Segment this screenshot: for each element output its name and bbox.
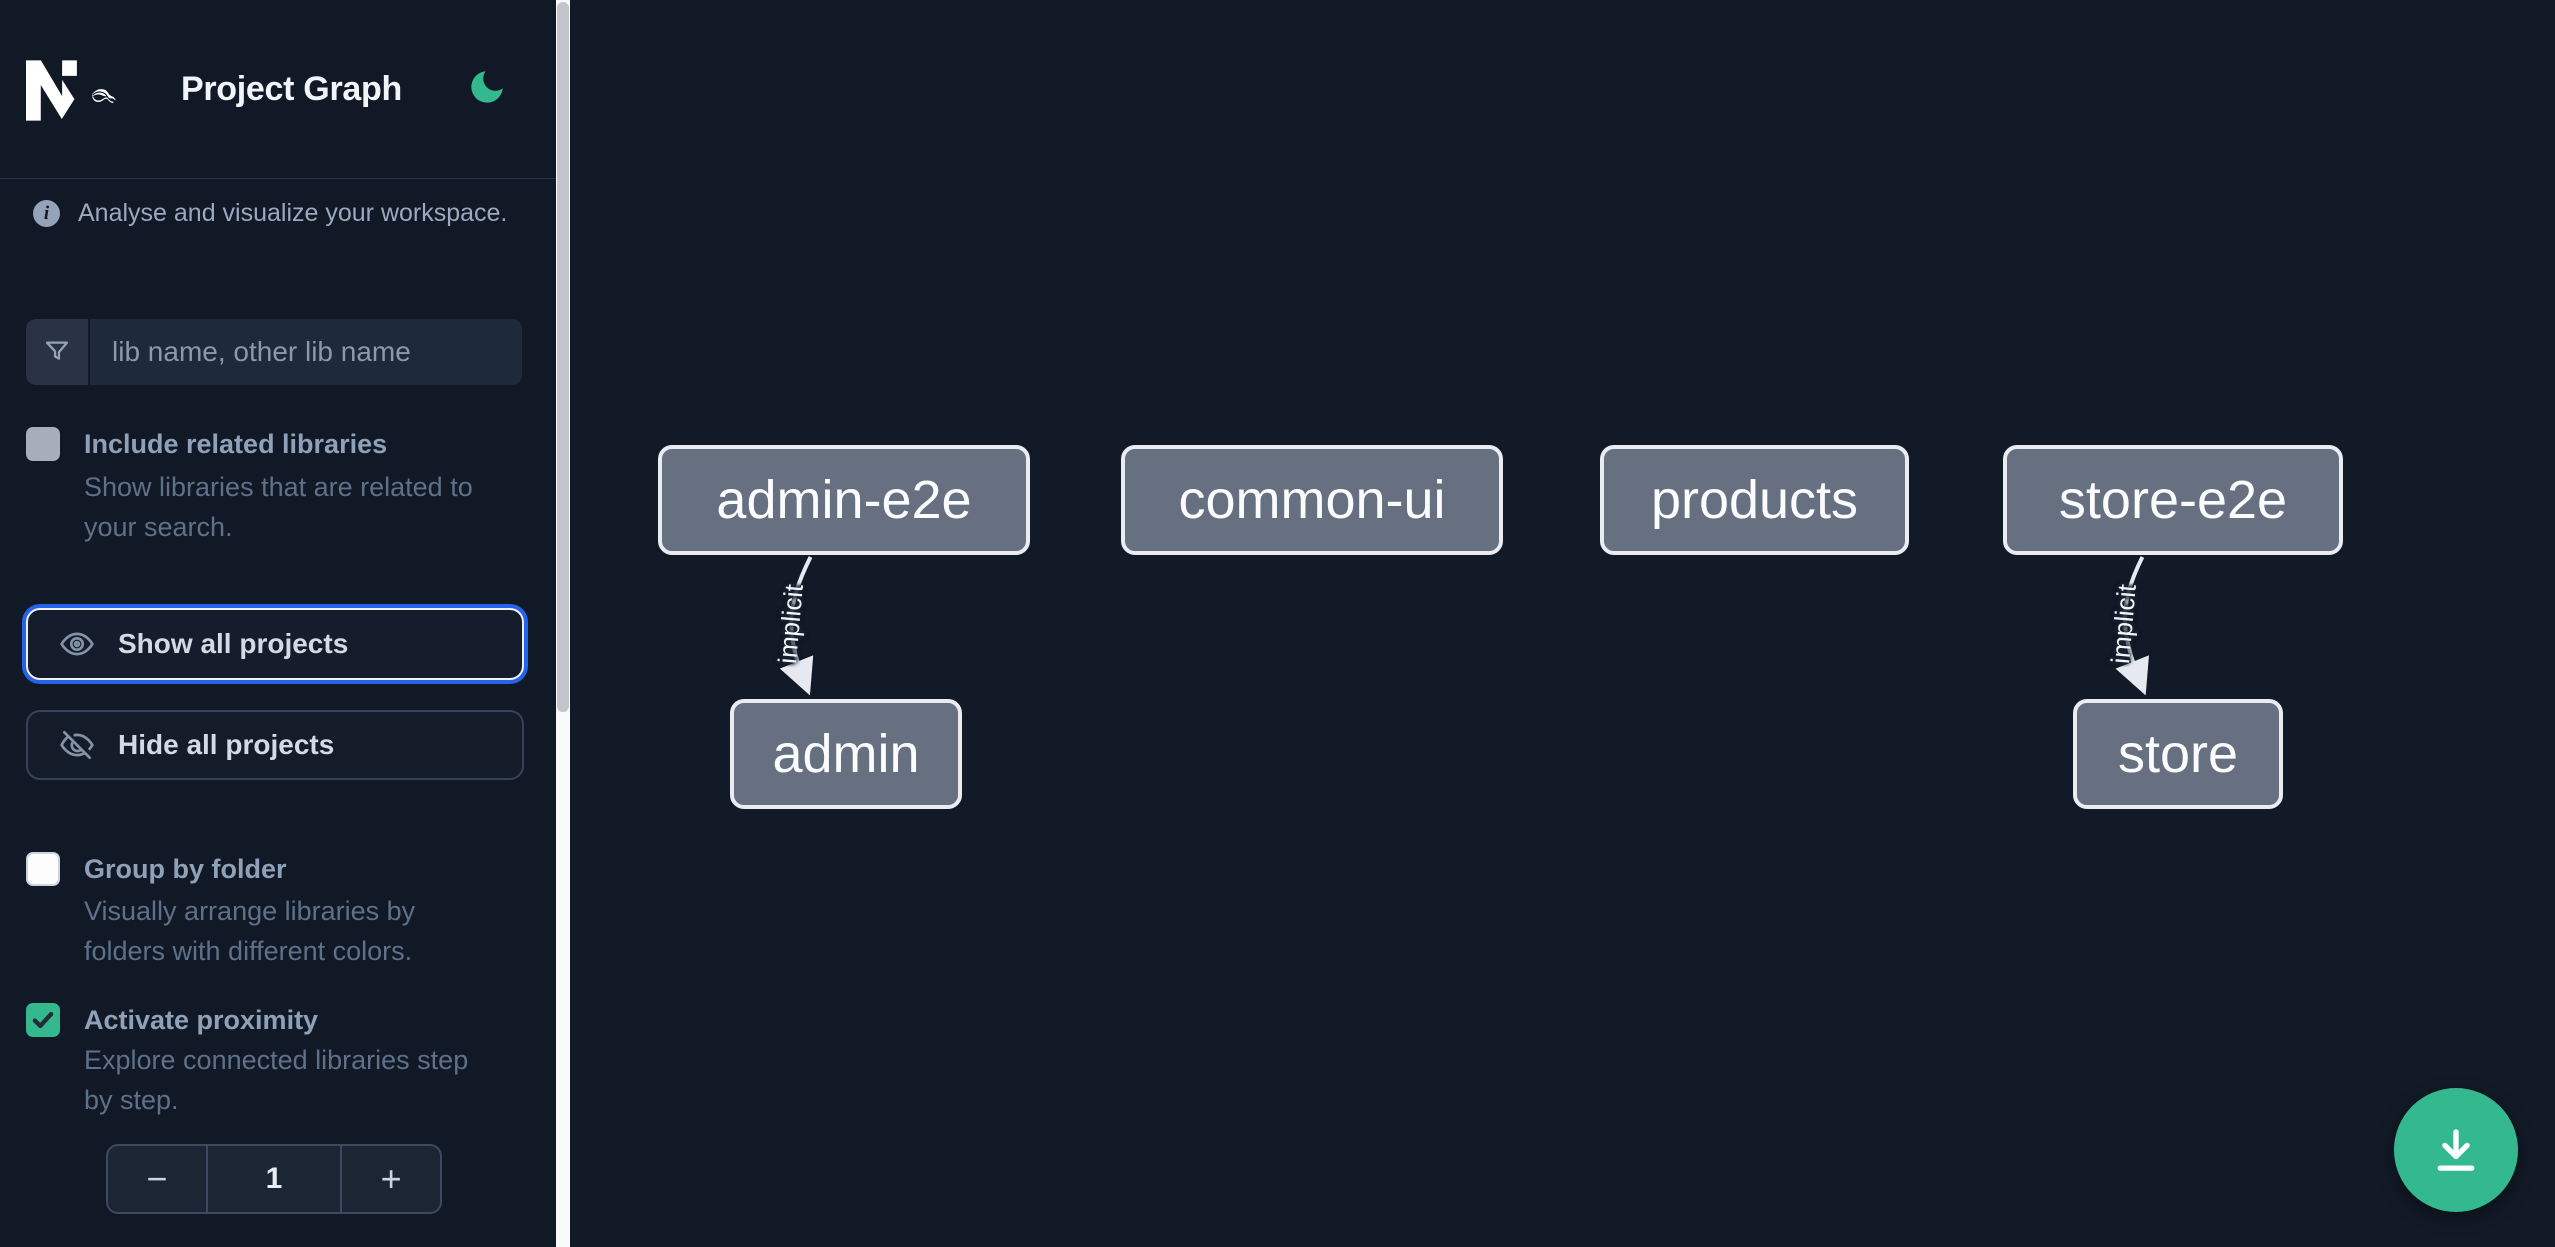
include-related-description: Show libraries that are related to your …: [84, 472, 473, 542]
scrollbar-thumb[interactable]: [557, 2, 569, 712]
proximity-value: 1: [205, 1146, 343, 1212]
hide-all-projects-label: Hide all projects: [118, 729, 335, 760]
graph-node-admin[interactable]: admin: [730, 699, 962, 809]
tagline-row: i Analyse and visualize your workspace.: [33, 199, 507, 228]
sidebar: Project Graph i Analyse and visualize yo…: [0, 0, 556, 1247]
filter-funnel-icon: [26, 319, 90, 385]
edge-label-implicit: implicit: [771, 583, 809, 665]
tagline-text: Analyse and visualize your workspace.: [78, 199, 508, 227]
graph-canvas[interactable]: admin-e2e common-ui products store-e2e admin…: [570, 0, 2555, 1247]
hide-all-projects-button[interactable]: Hide all projects: [26, 710, 524, 780]
download-icon: [2437, 1129, 2475, 1171]
nx-logo: [26, 60, 117, 121]
activate-proximity-label: Activate proximity: [84, 1005, 319, 1035]
download-graph-button[interactable]: [2394, 1088, 2518, 1212]
activate-proximity-description: Explore connected libraries step by step…: [84, 1045, 469, 1115]
search-input[interactable]: [90, 319, 522, 385]
show-all-projects-button[interactable]: Show all projects: [26, 608, 524, 680]
activate-proximity-checkbox[interactable]: [26, 1003, 60, 1037]
graph-edges: [779, 556, 2149, 696]
graph-node-products[interactable]: products: [1600, 445, 1909, 555]
eye-off-icon: [60, 730, 94, 760]
graph-node-store[interactable]: store: [2073, 699, 2283, 809]
page-title: Project Graph: [181, 70, 402, 108]
show-all-projects-label: Show all projects: [118, 628, 349, 659]
proximity-stepper: − 1 +: [106, 1144, 442, 1214]
info-icon: i: [33, 200, 60, 227]
moon-icon[interactable]: [466, 66, 508, 108]
proximity-decrement-button[interactable]: −: [108, 1146, 206, 1212]
include-related-checkbox[interactable]: [26, 427, 60, 461]
sidebar-header: Project Graph: [0, 0, 556, 179]
graph-node-store-e2e[interactable]: store-e2e: [2003, 445, 2343, 555]
check-icon: [32, 1011, 54, 1029]
sidebar-scrollbar[interactable]: [556, 0, 570, 1247]
graph-node-common-ui[interactable]: common-ui: [1121, 445, 1503, 555]
group-by-folder-checkbox[interactable]: [26, 852, 60, 886]
edge-label-implicit: implicit: [2105, 583, 2143, 665]
search-box: [26, 319, 522, 385]
group-by-folder-description: Visually arrange libraries by folders wi…: [84, 896, 416, 966]
graph-node-admin-e2e[interactable]: admin-e2e: [658, 445, 1030, 555]
group-by-folder-label: Group by folder: [84, 854, 287, 884]
eye-icon: [60, 632, 94, 656]
proximity-increment-button[interactable]: +: [342, 1146, 440, 1212]
include-related-label: Include related libraries: [84, 429, 388, 459]
